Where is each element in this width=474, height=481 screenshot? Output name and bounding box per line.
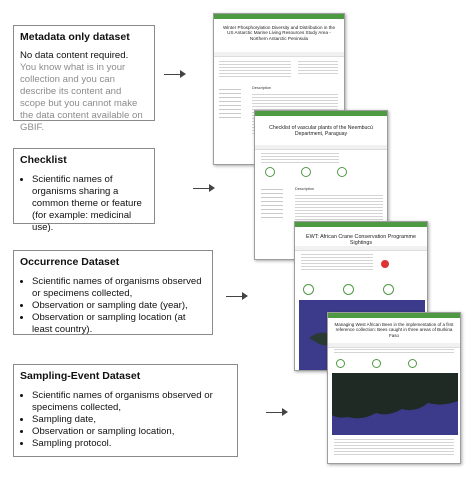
occurrence-item: Scientific names of organisms observed o… [32,276,206,300]
stat-circle [408,359,417,368]
metadata-only-title: Metadata only dataset [20,31,130,43]
stat-circle [337,167,347,177]
summary-text [219,61,291,79]
occurrence-title: Occurrence Dataset [20,256,120,268]
metadata-only-line1: No data content required. [20,50,129,61]
dataset-title: Managing West African Bees in the implem… [334,322,454,338]
arrow-occurrence [226,292,248,300]
occurrence-box: Occurrence Dataset Scientific names of o… [13,250,213,335]
sidebar-menu [261,189,289,221]
stat-circle [265,167,275,177]
stat-circle [372,359,381,368]
checklist-item: Scientific names of organisms sharing a … [32,174,148,234]
gbif-nav-bar [295,222,427,227]
stat-circle [301,167,311,177]
metadata-only-description: You know what is in your collection and … [20,62,143,133]
gbif-nav-bar [255,111,387,116]
description-heading: Description [252,86,271,90]
occurrence-item: Observation or sampling location (at lea… [32,312,206,336]
summary-text [261,153,339,165]
sampling-event-item: Scientific names of organisms observed o… [32,390,231,414]
sampling-event-title: Sampling-Event Dataset [20,370,141,382]
arrow-sampling-event [266,408,288,416]
dataset-title: Checklist of vascular plants of the Neem… [269,125,373,137]
arrow-metadata [164,70,186,78]
sidebar-menu [219,89,247,121]
arrow-checklist [193,184,215,192]
gbif-nav-bar [328,313,460,318]
description-heading: Description [295,187,314,191]
land-shapes [332,373,458,419]
summary-text [301,254,373,272]
dataset-title: Winter Phosphorylation Diversity and Dis… [222,25,336,41]
sampling-event-item: Sampling protocol. [32,438,231,450]
data-table-rows [334,439,454,457]
sampling-map [332,373,458,435]
publisher-logo [381,260,389,268]
dataset-tabs [295,246,427,251]
stat-circle [336,359,345,368]
checklist-box: Checklist Scientific names of organisms … [13,148,155,233]
sampling-event-dataset-screenshot: Managing West African Bees in the implem… [327,312,461,464]
dataset-tabs [328,343,460,348]
stat-circle [343,284,354,295]
metadata-only-box: Metadata only dataset No data content re… [13,25,155,133]
citation-panel [298,61,338,76]
gbif-nav-bar [214,14,344,19]
dataset-title: EWT: African Crane Conservation Programm… [306,234,416,246]
occurrence-item: Observation or sampling date (year), [32,300,206,312]
summary-text [334,349,454,355]
dataset-tabs [214,52,344,57]
sampling-event-item: Sampling date, [32,414,231,426]
stat-circle [383,284,394,295]
stat-circle [303,284,314,295]
dataset-tabs [255,145,387,150]
checklist-title: Checklist [20,154,67,166]
sampling-event-item: Observation or sampling location, [32,426,231,438]
sampling-event-box: Sampling-Event Dataset Scientific names … [13,364,238,457]
